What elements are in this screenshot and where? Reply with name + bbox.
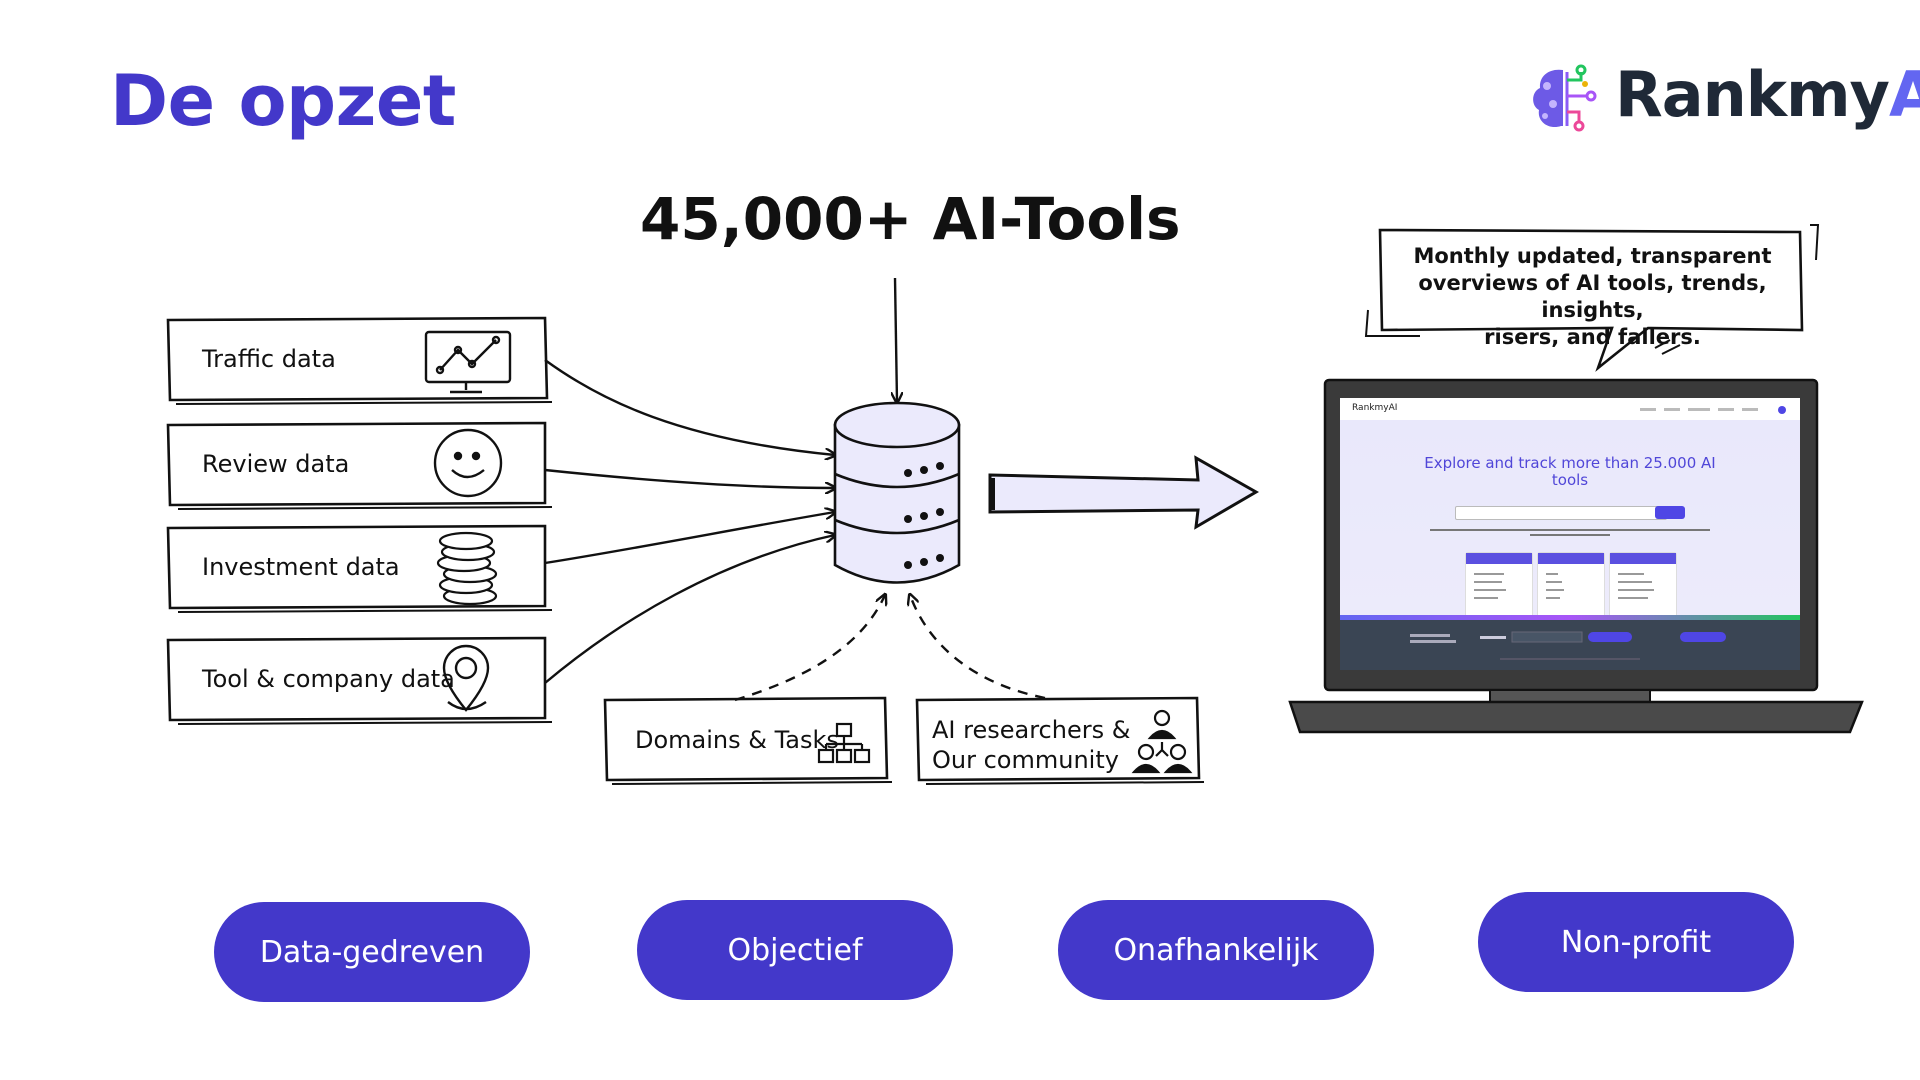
source-box-investment [166, 524, 553, 613]
line-chart-monitor-icon [424, 330, 512, 394]
value-pill-data-driven: Data-gedreven [214, 902, 530, 1002]
screen-card-1 [1465, 552, 1533, 618]
source-arrows [544, 359, 835, 684]
speech-bubble [1364, 224, 1820, 372]
source-label-review: Review data [202, 450, 350, 478]
screen-search [1455, 506, 1667, 520]
screen-footer [1340, 620, 1800, 670]
input-arrows [734, 595, 1046, 702]
people-group-icon [1131, 709, 1193, 774]
value-pill-objective: Objectief [637, 900, 953, 1000]
screen-search-button [1655, 506, 1685, 519]
headline: 45,000+ AI-Tools [640, 185, 1181, 253]
screen-nav-links [1640, 406, 1786, 414]
smiley-face-icon [433, 428, 503, 498]
source-box-traffic [166, 316, 553, 405]
input-box-domains [603, 696, 893, 785]
speech-line-3: risers, and fallers. [1484, 325, 1701, 349]
org-chart-icon [817, 722, 871, 764]
screen-nav: RankmyAI [1340, 398, 1800, 421]
source-box-review [166, 421, 553, 510]
screen-gradient-bar [1340, 615, 1800, 620]
output-arrow [988, 455, 1260, 530]
source-label-tool-company: Tool & company data [202, 665, 455, 693]
logo: RankmyAI [1525, 58, 1920, 148]
input-label-domains: Domains & Tasks [635, 726, 839, 754]
screen-card-3 [1609, 552, 1677, 618]
screen-brand: RankmyAI [1352, 403, 1398, 413]
source-label-investment: Investment data [202, 553, 400, 581]
input-label-researchers-line2: Our community [932, 746, 1119, 774]
screen-tagline [1430, 529, 1710, 536]
speech-line-1: Monthly updated, transparent [1413, 244, 1772, 268]
speech-bubble-text: Monthly updated, transparent overviews o… [1390, 243, 1795, 351]
logo-wordmark: RankmyAI [1615, 58, 1920, 131]
coin-stack-icon [436, 531, 498, 606]
screen-hero: Explore and track more than 25.000 AI to… [1340, 420, 1800, 618]
input-box-researchers [915, 696, 1205, 785]
location-pin-icon [442, 644, 490, 712]
value-pill-non-profit: Non-profit [1478, 892, 1794, 992]
headline-arrow [895, 277, 897, 402]
brain-circuit-icon [1533, 64, 1597, 132]
database-icon [833, 401, 961, 584]
page-title: De opzet [110, 60, 456, 142]
input-label-researchers-line1: AI researchers & [932, 716, 1131, 744]
laptop-screen: RankmyAI Explore and track more than 25.… [1340, 398, 1800, 670]
screen-heading: Explore and track more than 25.000 AI to… [1424, 454, 1716, 489]
source-label-traffic: Traffic data [202, 345, 336, 373]
screen-card-2 [1537, 552, 1605, 618]
speech-line-2: overviews of AI tools, trends, insights, [1418, 271, 1767, 322]
value-pill-independent: Onafhankelijk [1058, 900, 1374, 1000]
source-box-tool-company [166, 636, 553, 725]
